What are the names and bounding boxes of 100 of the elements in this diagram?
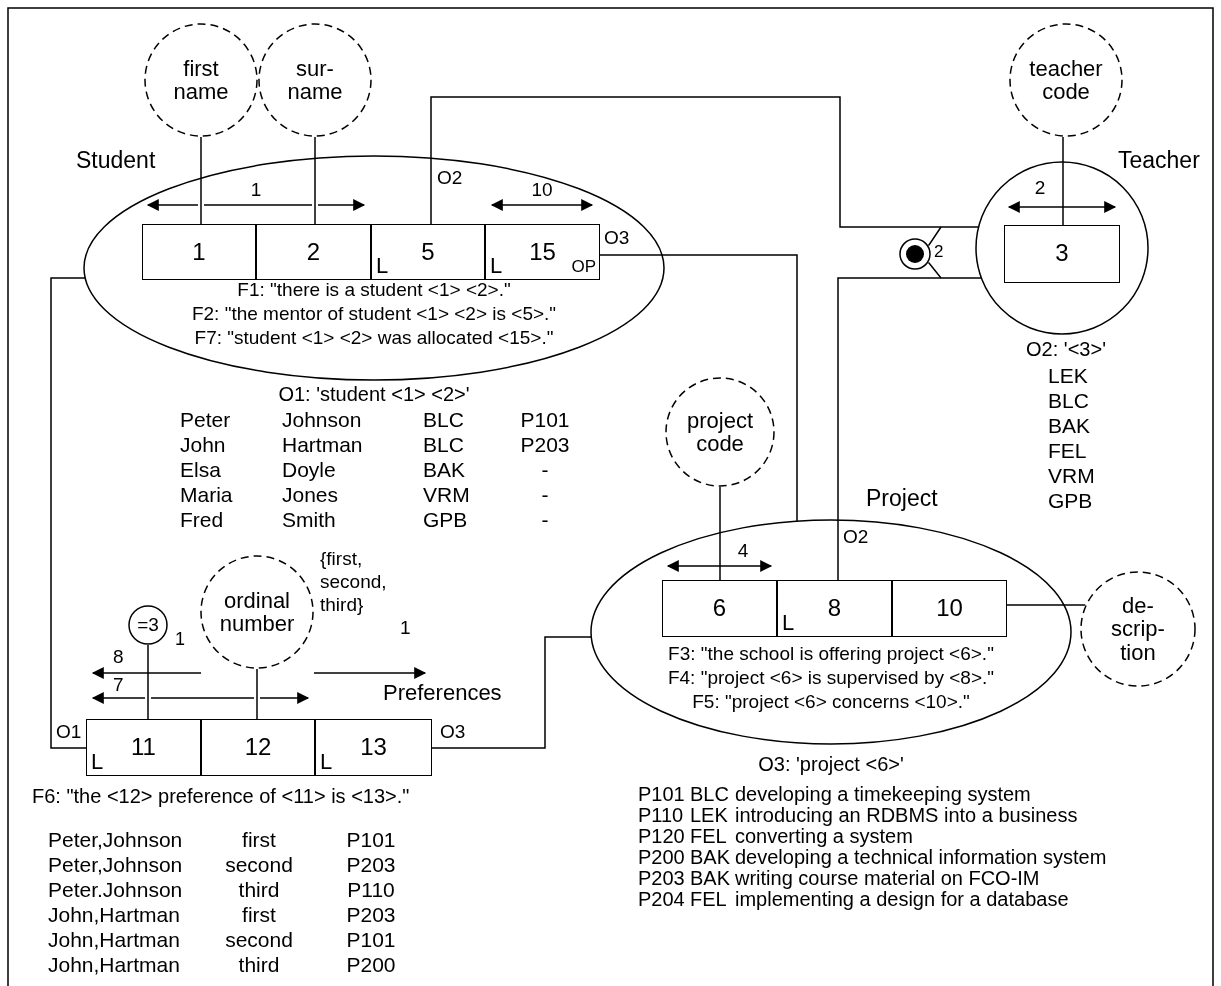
population-value: first	[242, 828, 276, 852]
population-value: P203	[638, 867, 685, 889]
fact-expression: F5: "project <6> concerns <10>."	[692, 692, 970, 713]
node-label: =3	[136, 615, 160, 635]
population-value: P203	[346, 853, 396, 877]
role-box	[142, 224, 256, 280]
connector-line	[430, 96, 980, 228]
value-type-circle	[1080, 571, 1196, 687]
connector-line	[314, 136, 316, 225]
role-marker: L	[320, 749, 333, 774]
population-value: -	[541, 508, 549, 532]
role-box	[662, 580, 777, 637]
population-value: VRM	[423, 483, 470, 507]
value-type-circle	[1009, 23, 1123, 137]
population-value: John,Hartman	[48, 953, 180, 977]
population-value: Johnson	[282, 408, 362, 432]
fact-expression: F6: "the <12> preference of <11> is <13>."	[32, 785, 410, 807]
constraint-number: 8	[113, 647, 124, 668]
population-value: Peter.Johnson	[48, 878, 183, 902]
role-number: 11	[131, 734, 156, 761]
population-value: Peter,Johnson	[48, 828, 183, 852]
population-value: BAK	[1048, 414, 1091, 438]
connector-line	[1006, 604, 1086, 606]
role-box	[892, 580, 1007, 637]
connector-line	[256, 668, 258, 720]
connector-line	[719, 486, 721, 581]
population-value: P203	[520, 433, 570, 457]
population-value: Peter	[180, 408, 231, 432]
population-value: second	[225, 853, 293, 877]
population-value: Jones	[282, 483, 339, 507]
population-value: P110	[347, 878, 395, 902]
node-label: de- scrip- tion	[1110, 594, 1166, 664]
population-value: P200	[346, 953, 396, 977]
population-value: P204	[638, 888, 685, 910]
role-marker: L	[782, 610, 795, 635]
value-type-circle	[665, 377, 775, 487]
node-label: ordinal number	[218, 588, 296, 636]
population-value: P101	[520, 408, 570, 432]
population-value: third	[238, 953, 280, 977]
role-number: 13	[360, 734, 387, 761]
constraint-number: 2	[934, 243, 944, 262]
object-type-expression: O2: '<3>'	[1026, 338, 1106, 360]
population-value: BAK	[690, 846, 731, 868]
population-value: first	[242, 903, 276, 927]
constraint-circle	[899, 238, 931, 270]
edge-label: O1	[56, 722, 82, 743]
object-type-expression: O1: 'student <1> <2>'	[278, 383, 470, 405]
role-number: 3	[1055, 240, 1069, 267]
population-value: P101	[346, 928, 396, 952]
node-label: sur- name	[286, 56, 344, 104]
population-value: second	[225, 928, 293, 952]
edge-label: O2	[437, 168, 463, 189]
role-box	[485, 224, 600, 280]
population-value: FEL	[690, 825, 727, 847]
constraint-number: 4	[737, 541, 749, 562]
connector-line	[200, 136, 202, 225]
node-label: project code	[685, 408, 754, 456]
population-value: developing a timekeeping system	[735, 783, 1031, 805]
population-value: John	[180, 433, 226, 457]
population-value: BLC	[1048, 389, 1089, 413]
constraint-number: 10	[531, 180, 553, 201]
connector-line	[927, 226, 942, 246]
population-value: GPB	[423, 508, 468, 532]
population-value: converting a system	[735, 825, 913, 847]
population-value: P101	[638, 783, 685, 805]
fact-expression: F3: "the school is offering project <6>."	[668, 644, 994, 665]
role-number: 8	[827, 595, 842, 622]
value-type-circle	[200, 555, 314, 669]
cardinality-number: 1	[400, 618, 411, 639]
value-type-circle	[258, 23, 372, 137]
population-value: P101	[346, 828, 396, 852]
role-marker: OP	[571, 258, 596, 277]
population-value: implementing a design for a database	[735, 888, 1069, 910]
node-label: teacher code	[1028, 56, 1104, 104]
population-value: FEL	[1048, 439, 1087, 463]
connector-line	[147, 644, 149, 720]
population-value: FEL	[690, 888, 727, 910]
population-value: third	[238, 878, 280, 902]
population-value: GPB	[1048, 489, 1093, 513]
population-value: Maria	[180, 483, 233, 507]
role-number: 6	[712, 595, 727, 622]
fact-type-name: Preferences	[383, 681, 502, 706]
connector-line	[431, 636, 592, 749]
type-name: Student	[76, 148, 156, 174]
type-name: Teacher	[1118, 148, 1200, 174]
population-value: VRM	[1048, 464, 1095, 488]
fact-expression: F2: "the mentor of student <1> <2> is <5>."	[191, 304, 557, 325]
object-type-expression: O3: 'project <6>'	[758, 753, 904, 775]
edge-label: O3	[604, 228, 630, 249]
role-box	[371, 224, 485, 280]
role-number: 1	[192, 239, 206, 266]
fact-expression: F7: "student <1> <2> was allocated <15>."	[194, 328, 554, 349]
constraint-number: 7	[113, 675, 124, 696]
role-box	[315, 719, 432, 776]
role-box	[1004, 225, 1120, 283]
node-label: first name	[172, 56, 230, 104]
population-value: P203	[346, 903, 396, 927]
role-box	[86, 719, 201, 776]
population-value: developing a technical information system	[735, 846, 1107, 868]
role-marker: L	[490, 253, 503, 278]
